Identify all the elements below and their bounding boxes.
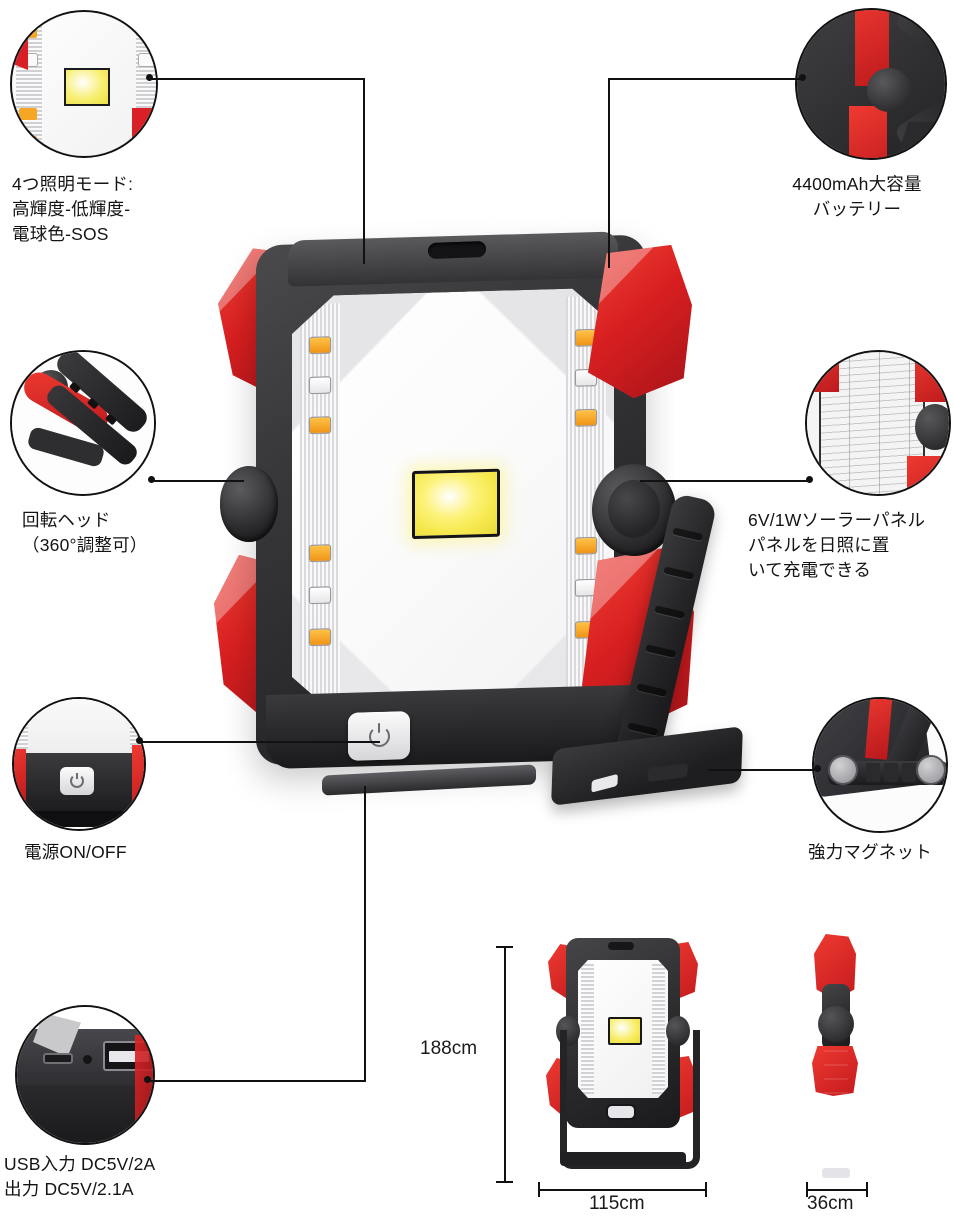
mini-pivot-right xyxy=(666,1016,690,1046)
leader-line-usb-ports xyxy=(148,1080,366,1082)
mini-power-button xyxy=(608,1106,634,1118)
leader-dot-battery xyxy=(799,74,806,81)
callout-label-lighting-modes: 4つ照明モード: 高輝度-低輝度- 電球色-SOS xyxy=(12,174,134,244)
power-icon xyxy=(368,725,390,747)
usb-port-cover xyxy=(322,764,536,796)
dimension-depth-label: 36cm xyxy=(807,1193,854,1214)
foot-tip xyxy=(591,773,618,793)
dimension-depth-line xyxy=(806,1189,868,1191)
smd-led xyxy=(310,587,330,603)
rotating-head-pivot-left xyxy=(220,466,278,542)
leader-line-power-switch xyxy=(140,741,380,743)
magnet-pad xyxy=(647,762,688,782)
mini-side-bumper-bottom xyxy=(812,1046,858,1096)
led-strip-left xyxy=(300,303,340,706)
leader-dot-magnet xyxy=(814,765,821,772)
leader-dot-solar-panel xyxy=(806,476,813,483)
leader-line-usb-ports-vertical xyxy=(364,786,366,1082)
dimension-height-line xyxy=(504,946,506,1182)
callout-label-magnet: 強力マグネット xyxy=(808,842,932,862)
main-product-image xyxy=(196,218,756,828)
leader-line-battery xyxy=(608,78,802,80)
leader-dot-usb-ports xyxy=(144,1076,151,1083)
smd-led xyxy=(310,377,330,393)
callout-thumb-battery xyxy=(795,8,947,160)
callout-thumb-power-switch xyxy=(12,697,146,831)
power-button[interactable] xyxy=(348,711,410,761)
dimension-height-cap-top xyxy=(496,946,513,948)
callout-label-rotating-head: 回転ヘッド （360°調整可） xyxy=(22,510,148,555)
product-top-lip xyxy=(288,231,618,287)
smd-led xyxy=(310,417,330,433)
callout-thumb-rotating-head xyxy=(10,350,156,496)
dimension-depth-cap-left xyxy=(806,1182,808,1197)
mini-side-stand-arm xyxy=(824,1038,848,1176)
smd-led xyxy=(576,538,596,554)
mini-side-foot xyxy=(822,1168,850,1178)
leader-line-battery-vertical xyxy=(608,78,610,268)
rotating-head-pivot-right xyxy=(592,464,676,556)
smd-led xyxy=(310,629,330,645)
mini-side-pivot xyxy=(818,1006,854,1042)
leader-line-lighting-modes xyxy=(150,78,364,80)
mini-stand-bar xyxy=(560,1152,686,1166)
mini-lens xyxy=(578,960,668,1098)
callout-thumb-solar-panel xyxy=(805,350,951,496)
callout-label-power-switch: 電源ON/OFF xyxy=(24,842,127,862)
smd-led xyxy=(310,337,330,353)
dimension-height-label: 188cm xyxy=(420,1038,478,1059)
callout-thumb-lighting-modes xyxy=(10,10,158,158)
callout-label-battery: 4400mAh大容量 バッテリー xyxy=(792,174,922,219)
mini-cob-led xyxy=(608,1017,642,1045)
dimension-width-cap-left xyxy=(538,1182,540,1197)
dimension-side-view xyxy=(808,928,864,1186)
led-lens-panel xyxy=(292,288,614,715)
smd-led xyxy=(576,580,596,596)
dimension-width-line xyxy=(538,1189,706,1191)
leader-line-rotating-head xyxy=(152,480,244,482)
dimension-width-label: 115cm xyxy=(589,1193,645,1214)
leader-line-solar-panel xyxy=(640,480,812,482)
callout-label-usb-ports: USB入力 DC5V/2A 出力 DC5V/2.1A xyxy=(4,1154,156,1199)
leader-dot-rotating-head xyxy=(148,476,155,483)
smd-led xyxy=(576,410,596,426)
dimension-height-cap-bottom xyxy=(496,1181,513,1183)
hanging-slot xyxy=(428,240,486,260)
leader-line-magnet xyxy=(708,769,816,771)
leader-dot-power-switch xyxy=(136,737,143,744)
leader-line-lighting-modes-vertical xyxy=(363,78,365,264)
dimension-width-cap-right xyxy=(705,1182,707,1197)
callout-thumb-magnet xyxy=(812,697,948,833)
dimension-front-view xyxy=(540,930,706,1186)
callout-label-solar-panel: 6V/1Wソーラーパネル パネルを日照に置 いて充電できる xyxy=(748,510,926,580)
leader-dot-lighting-modes xyxy=(146,74,153,81)
cob-led-chip xyxy=(412,469,500,539)
dimension-depth-cap-right xyxy=(866,1182,868,1197)
mini-hang-slot xyxy=(608,942,634,950)
callout-thumb-usb-ports xyxy=(15,1005,155,1145)
mini-stand xyxy=(560,1030,700,1169)
smd-led xyxy=(310,545,330,561)
